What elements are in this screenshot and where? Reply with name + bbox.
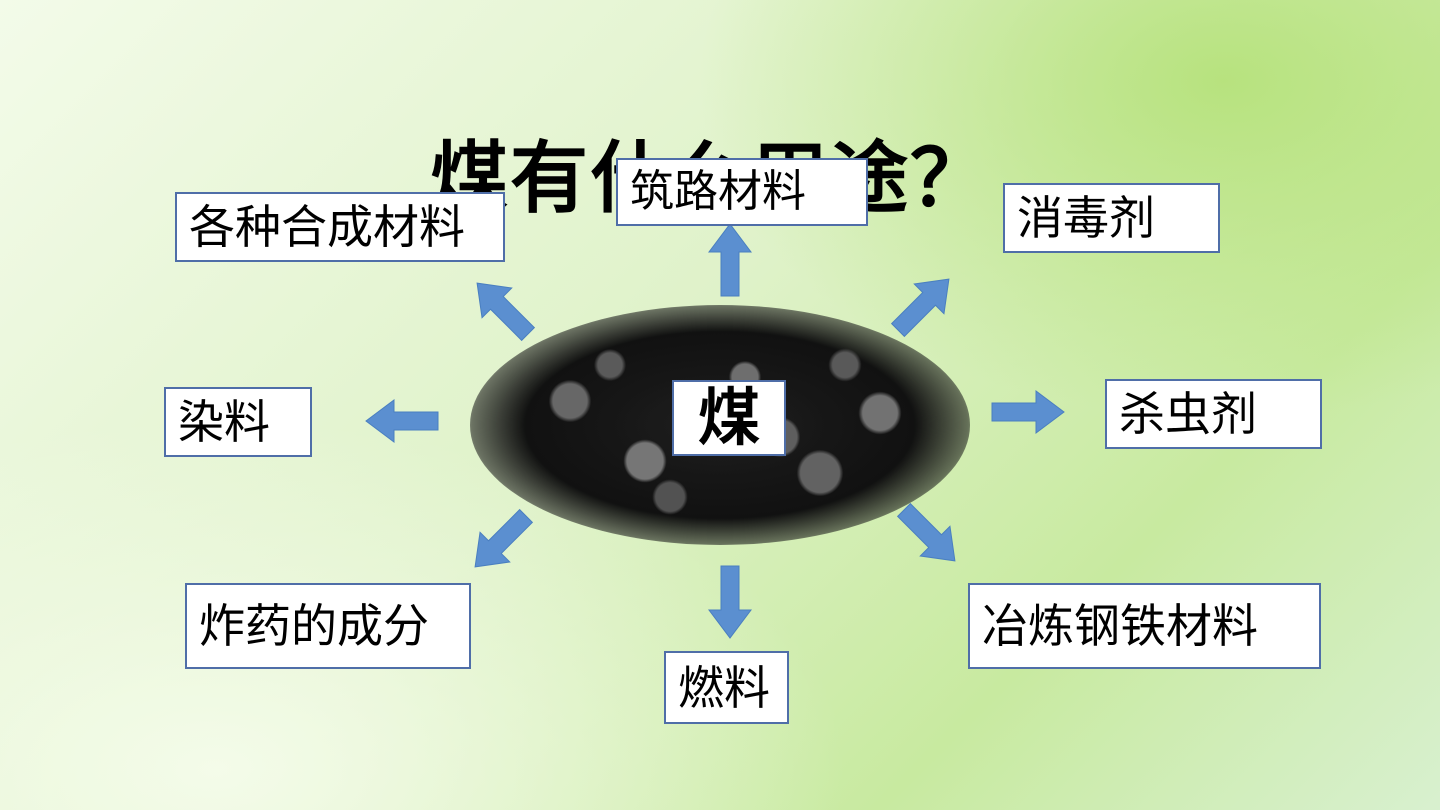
use-pesticide: 杀虫剂 — [1105, 379, 1322, 449]
arrow-down-left — [459, 500, 542, 583]
use-explosive: 炸药的成分 — [185, 583, 471, 669]
arrow-left — [365, 399, 439, 443]
center-label: 煤 — [672, 380, 786, 456]
arrow-up-right — [882, 263, 965, 346]
use-disinfectant: 消毒剂 — [1003, 183, 1220, 253]
use-dye: 染料 — [164, 387, 312, 457]
arrow-up — [708, 223, 752, 297]
arrow-right — [991, 390, 1065, 434]
arrow-up-left — [461, 267, 544, 350]
use-synthetic: 各种合成材料 — [175, 192, 505, 262]
use-road: 筑路材料 — [616, 158, 868, 226]
use-fuel: 燃料 — [664, 651, 789, 724]
use-steel: 冶炼钢铁材料 — [968, 583, 1321, 669]
arrow-down — [708, 565, 752, 639]
